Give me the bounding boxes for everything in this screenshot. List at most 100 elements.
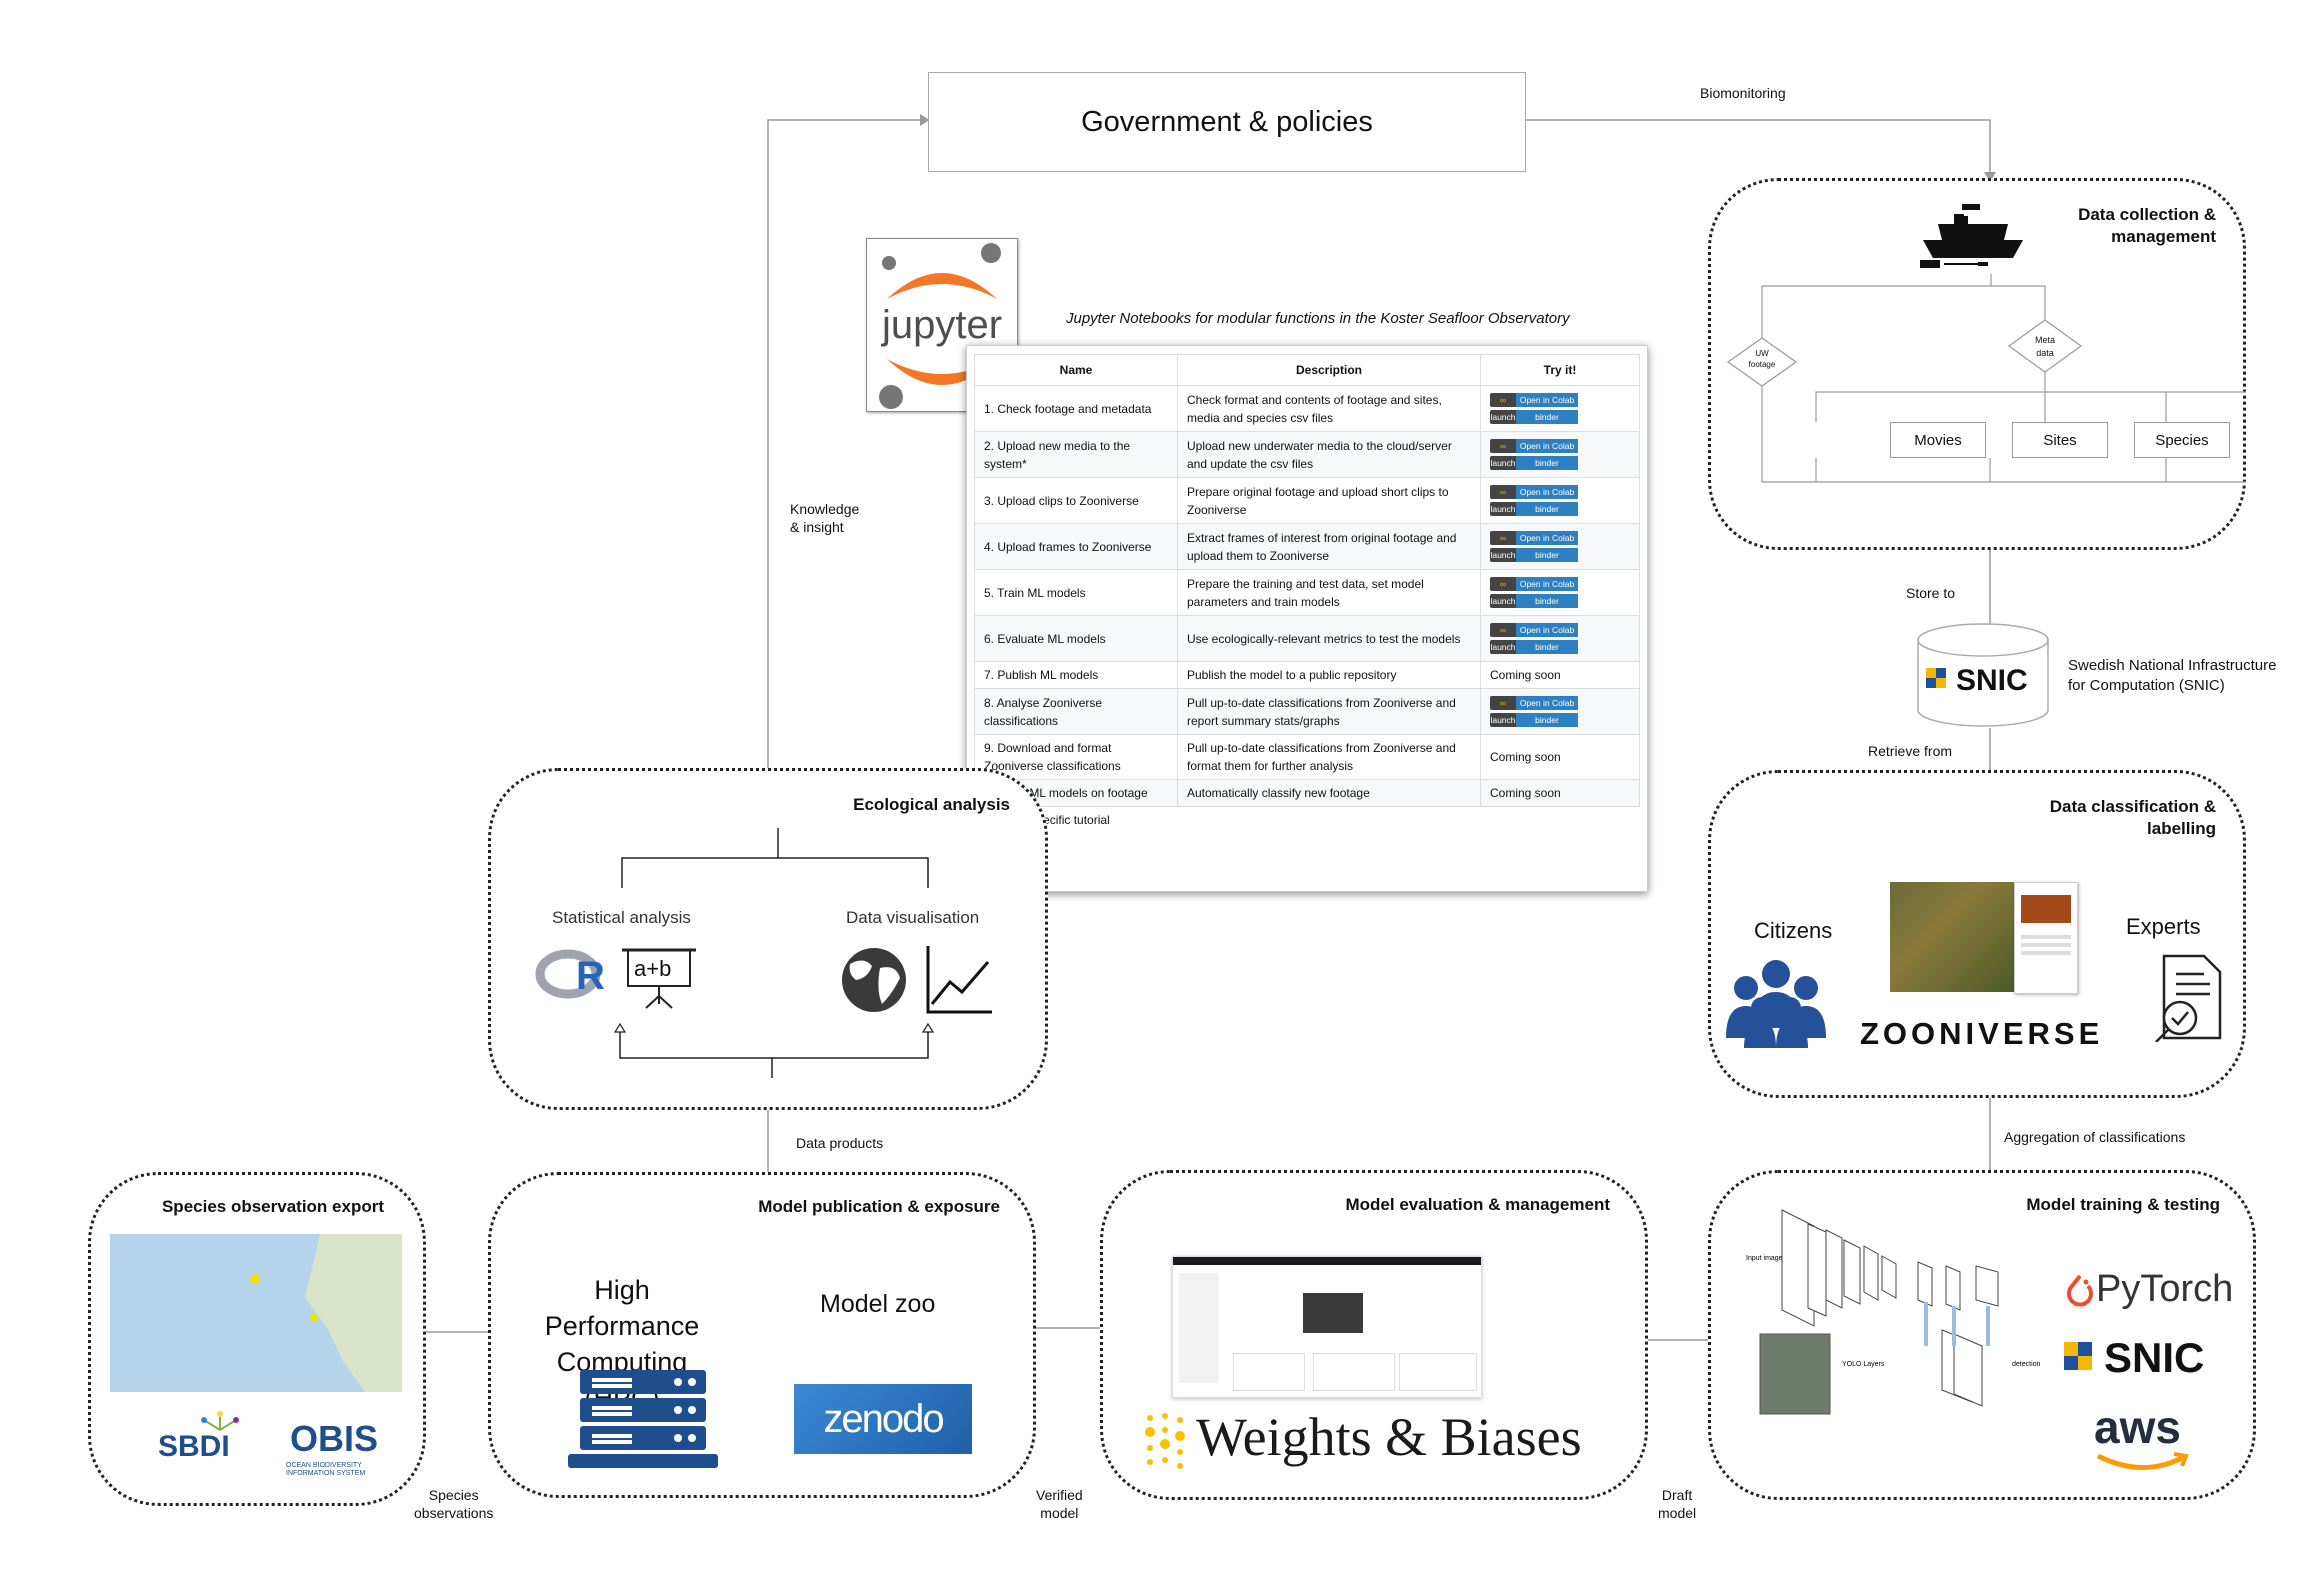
open-in-colab-badge[interactable]: ∞Open in Colab	[1490, 393, 1582, 407]
notebook-table: Name Description Try it! 1. Check footag…	[974, 354, 1640, 807]
row-description: Automatically classify new footage	[1177, 779, 1481, 807]
model-publication-title: Model publication & exposure	[758, 1197, 1000, 1216]
model-zoo-label: Model zoo	[820, 1290, 936, 1318]
wandb-dots-icon	[1145, 1413, 1185, 1469]
data-visualisation-label: Data visualisation	[846, 908, 980, 927]
snic-database-icon	[1917, 623, 2049, 727]
species-box: Species	[2134, 422, 2230, 458]
zenodo-logo: zenodo	[794, 1384, 972, 1454]
open-in-colab-badge[interactable]: ∞Open in Colab	[1490, 439, 1582, 453]
open-in-colab-badge[interactable]: ∞Open in Colab	[1490, 577, 1582, 591]
snic-logo-text: SNIC	[1956, 664, 2028, 697]
row-try: Coming soon	[1480, 661, 1640, 689]
species-export-title: Species observation export	[161, 1197, 384, 1216]
data-collection-diagram	[1726, 204, 2246, 483]
board-text: a+b	[634, 956, 672, 981]
open-in-colab-badge[interactable]: ∞Open in Colab	[1490, 696, 1582, 710]
row-description: Upload new underwater media to the cloud…	[1177, 431, 1481, 478]
sbdi-logo: SBDI	[158, 1430, 230, 1463]
table-footnote: * Project-specific tutorial	[981, 813, 1110, 827]
aws-smile-icon	[2096, 1452, 2189, 1470]
server-rack-icon	[568, 1370, 718, 1468]
pytorch-flame-icon	[2067, 1274, 2093, 1307]
row-name: 4. Upload frames to Zooniverse	[974, 523, 1178, 570]
open-in-colab-badge[interactable]: ∞Open in Colab	[1490, 531, 1582, 545]
row-name: 3. Upload clips to Zooniverse	[974, 477, 1178, 524]
svg-text:YOLO Layers: YOLO Layers	[1842, 1361, 1885, 1368]
row-name: 6. Evaluate ML models	[974, 615, 1178, 662]
row-name: 5. Train ML models	[974, 569, 1178, 616]
r-logo-icon	[535, 949, 601, 999]
obis-logo: OBIS	[290, 1418, 379, 1459]
model-evaluation-title: Model evaluation & management	[1345, 1195, 1611, 1214]
expert-document-icon	[2155, 954, 2222, 1042]
aws-logo: aws	[2094, 1401, 2181, 1453]
row-description: Use ecologically-relevant metrics to tes…	[1177, 615, 1481, 662]
pytorch-logo: PyTorch	[2096, 1268, 2234, 1310]
row-description: Publish the model to a public repository	[1177, 661, 1481, 689]
wandb-logo: Weights & Biases	[1196, 1407, 1582, 1467]
open-in-colab-badge[interactable]: ∞Open in Colab	[1490, 485, 1582, 499]
open-in-colab-badge[interactable]: ∞Open in Colab	[1490, 623, 1582, 637]
jupyter-caption: Jupyter Notebooks for modular functions …	[1066, 310, 1570, 327]
zooniverse-screenshot-image	[1890, 882, 2014, 992]
row-description: Prepare original footage and upload shor…	[1177, 477, 1481, 524]
biomonitoring-label: Biomonitoring	[1700, 85, 1786, 101]
experts-label: Experts	[2126, 914, 2201, 939]
zooniverse-panel-image	[2014, 882, 2078, 994]
retrieve-from-label: Retrieve from	[1868, 743, 1953, 759]
header-name: Name	[974, 354, 1178, 386]
ship-icon	[1920, 204, 2023, 268]
snic-logo-icon	[2064, 1342, 2092, 1370]
sbdi-burst-icon	[201, 1411, 239, 1431]
store-to-label: Store to	[1906, 585, 1956, 601]
ecological-analysis-box	[488, 768, 1048, 1110]
header-description: Description	[1177, 354, 1481, 386]
row-try: Coming soon	[1480, 779, 1640, 807]
table-row: 2. Upload new media to the system*Upload…	[974, 431, 1640, 478]
movies-box: Movies	[1890, 422, 1986, 458]
species-map-image	[110, 1234, 402, 1392]
model-training-title: Model training & testing	[2026, 1195, 2220, 1214]
row-try: Coming soon	[1480, 734, 1640, 780]
r-logo-letter: R	[576, 954, 605, 998]
row-name: 7. Publish ML models	[974, 661, 1178, 689]
statistical-analysis-label: Statistical analysis	[552, 908, 691, 927]
row-name: 1. Check footage and metadata	[974, 385, 1178, 432]
row-description: Prepare the training and test data, set …	[1177, 569, 1481, 616]
citizens-label: Citizens	[1754, 918, 1833, 943]
snic-training-logo: SNIC	[2104, 1334, 2205, 1381]
crowd-icon	[1726, 960, 1826, 1048]
data-collection-title: Data collection &management	[2078, 205, 2216, 246]
svg-text:Input image: Input image	[1746, 1255, 1783, 1262]
row-name: 2. Upload new media to the system*	[974, 431, 1178, 478]
line-chart-icon	[926, 946, 992, 1014]
zooniverse-logo: ZOONIVERSE	[1860, 1016, 2104, 1051]
